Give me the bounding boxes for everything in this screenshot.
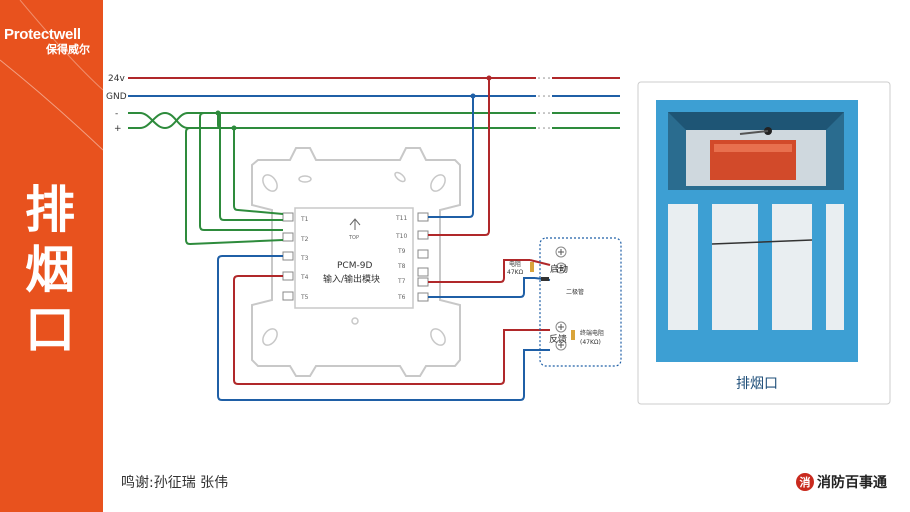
resistor-icon	[530, 262, 534, 272]
bus-minus-line	[128, 112, 620, 130]
resistor-label-2: 47KΩ	[507, 269, 524, 276]
terminal-t9: T9	[397, 248, 406, 255]
end-resistor-icon	[571, 330, 575, 340]
diode-label: 二极管	[566, 288, 584, 296]
terminal-t11: T11	[395, 215, 407, 222]
sidebar-title: 排烟口	[25, 181, 75, 359]
end-resistor-label-1: 终端电阻	[580, 329, 604, 337]
end-resistor-label-2: (47KΩ)	[580, 339, 601, 346]
damper-illustration	[656, 100, 858, 362]
bus-24v-label: 24v	[108, 74, 125, 84]
control-box	[539, 237, 622, 367]
bus-gnd-label: GND	[106, 92, 127, 102]
resistor-label-1: 电阻	[509, 260, 521, 268]
terminal-t3: T3	[300, 255, 309, 262]
terminal-t5: T5	[300, 294, 309, 301]
module-body	[294, 207, 414, 309]
start-label: 启动	[550, 263, 568, 275]
sidebar: Protectwell 保得威尔 排烟口	[0, 0, 103, 512]
terminal-t10: T10	[395, 233, 407, 240]
bus-minus-label: -	[115, 109, 118, 119]
terminal-t7: T7	[397, 278, 406, 285]
terminal-t4: T4	[300, 274, 309, 281]
credit-text: 鸣谢:孙征瑞 张伟	[121, 475, 229, 491]
terminal-t6: T6	[397, 294, 406, 301]
terminal-t8: T8	[397, 263, 406, 270]
footer-logo: 消 消防百事通	[796, 472, 887, 492]
fire-logo-icon: 消	[796, 473, 814, 491]
module-model: PCM-9D	[337, 261, 372, 271]
photo-caption: 排烟口	[736, 376, 778, 392]
sidebar-decoration	[0, 0, 103, 151]
module-desc: 输入/输出模块	[323, 273, 380, 285]
terminal-t2: T2	[300, 236, 309, 243]
bus-plus-line	[128, 111, 620, 129]
brand-logo-cn: 保得威尔	[46, 43, 90, 56]
diode-icon	[541, 277, 549, 281]
top-arrow-icon	[349, 218, 361, 230]
footer-logo-text: 消防百事通	[817, 475, 887, 491]
bus-plus-label: +	[114, 124, 122, 134]
terminal-t1: T1	[300, 216, 309, 223]
module-base-plate	[251, 147, 461, 377]
brand-logo: Protectwell	[4, 26, 81, 43]
top-label: TOP	[348, 235, 359, 241]
feedback-label: 反馈	[549, 333, 567, 345]
